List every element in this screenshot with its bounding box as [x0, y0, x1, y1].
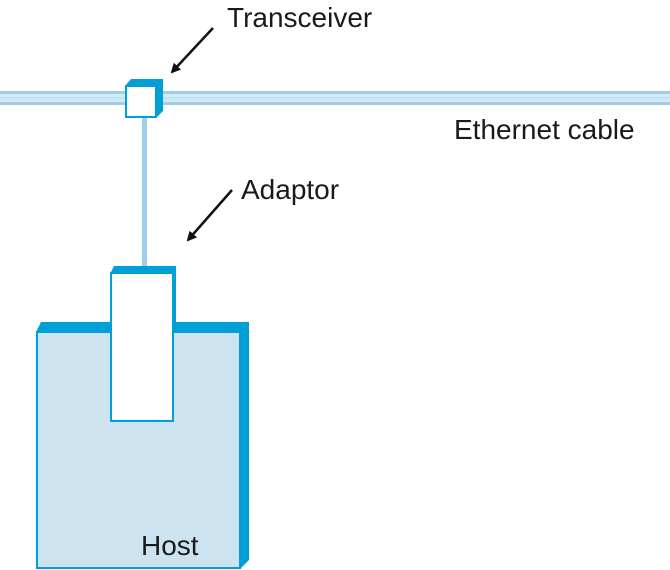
adaptor [110, 266, 176, 422]
adaptor-label: Adaptor [241, 174, 339, 205]
ethernet-cable [0, 91, 670, 105]
drop-cable [142, 116, 147, 268]
transceiver-arrow [170, 27, 214, 74]
transceiver-label: Transceiver [227, 2, 372, 33]
ethernet-cable-label: Ethernet cable [454, 114, 635, 145]
adaptor-arrow [186, 189, 233, 242]
transceiver [125, 79, 163, 118]
host-label: Host [141, 530, 199, 561]
